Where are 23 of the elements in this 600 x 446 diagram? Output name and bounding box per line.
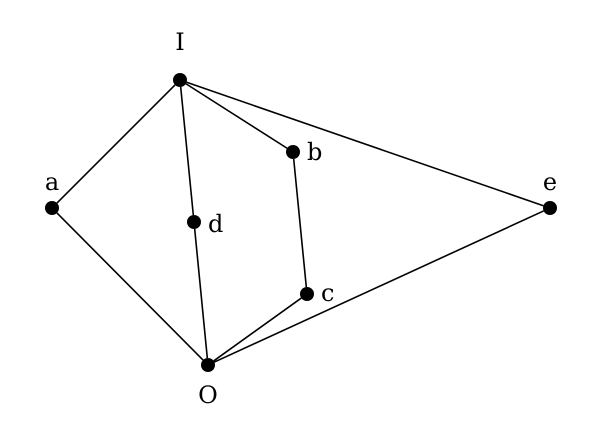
edge-line bbox=[185, 83, 288, 149]
vertex-label: O bbox=[198, 383, 218, 407]
edge-line bbox=[194, 228, 208, 358]
vertex-dot bbox=[286, 145, 300, 159]
vertex-dot bbox=[543, 201, 557, 215]
edge-line bbox=[186, 82, 544, 206]
edge-line bbox=[292, 158, 308, 288]
vertex-label: e bbox=[542, 170, 558, 194]
vertex-dot bbox=[187, 215, 201, 229]
edge-line bbox=[180, 86, 194, 216]
vertex-label: b bbox=[307, 140, 322, 164]
vertex-label: c bbox=[321, 281, 334, 305]
vertex-label: a bbox=[44, 170, 60, 194]
edge-line bbox=[213, 297, 302, 362]
vertex-label: d bbox=[208, 212, 224, 236]
vertex-dot bbox=[173, 73, 187, 87]
edge-line bbox=[56, 212, 204, 361]
vertex-label: I bbox=[175, 30, 185, 54]
vertex-dot bbox=[45, 201, 59, 215]
edge-line bbox=[214, 210, 544, 363]
vertex-dot bbox=[201, 358, 215, 372]
vertex-dot bbox=[300, 287, 314, 301]
edge-line bbox=[56, 84, 176, 204]
